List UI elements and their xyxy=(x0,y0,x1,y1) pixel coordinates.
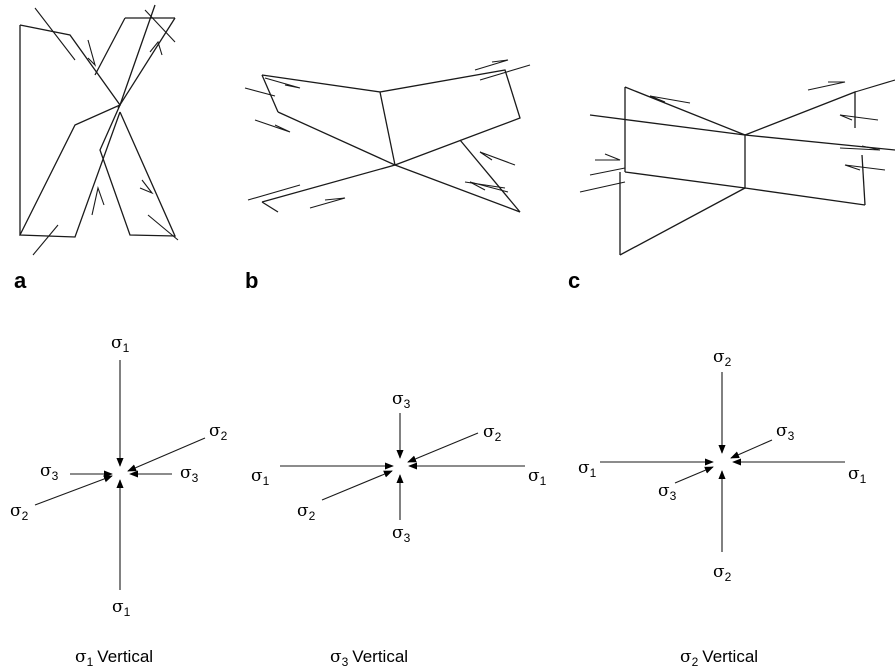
slip-arrow-c1 xyxy=(649,95,691,104)
label-sigma2-bottom: σ2 xyxy=(713,562,732,584)
stress-diagram-sigma1-vertical: σ1 σ2 σ3 σ3 σ2 σ1 xyxy=(10,333,228,619)
slip-arrow-c4 xyxy=(839,114,879,121)
label-sigma2-left: σ2 xyxy=(297,501,316,523)
fault-plane-a1 xyxy=(18,24,121,238)
sigma3-arrow-left xyxy=(674,466,714,484)
label-sigma2-right: σ2 xyxy=(209,421,228,443)
slip-line-c3 xyxy=(854,79,895,93)
fault-plane-b2 xyxy=(379,69,521,213)
slip-arrow-c5 xyxy=(839,145,881,151)
fault-plane-c1 xyxy=(619,86,746,256)
label-sigma2-right: σ2 xyxy=(483,422,502,444)
slip-line-a4 xyxy=(147,214,179,241)
stress-diagram-sigma2-vertical: σ2 σ3 σ1 σ1 σ3 σ2 xyxy=(578,347,867,584)
slip-arrow-b1 xyxy=(264,77,301,89)
slip-line-c1 xyxy=(589,167,626,176)
panel-label-a: a xyxy=(14,268,27,293)
label-sigma1-right: σ1 xyxy=(528,466,547,488)
slip-arrow-b2 xyxy=(254,119,291,133)
slip-arrow-a3 xyxy=(139,179,154,195)
label-sigma1-top: σ1 xyxy=(111,333,130,355)
panel-label-b: b xyxy=(245,268,258,293)
slip-arrow-a4 xyxy=(91,186,105,216)
label-sigma1-left: σ1 xyxy=(251,466,270,488)
sigma2-arrow-left xyxy=(321,470,393,501)
slip-arrow-c6 xyxy=(844,164,886,171)
fault-block-b xyxy=(244,59,531,213)
label-sigma2-top: σ2 xyxy=(713,347,732,369)
slip-arrow-b6 xyxy=(469,181,509,193)
fault-plane-a2 xyxy=(94,4,177,237)
slip-line-c2 xyxy=(579,181,626,193)
panel-label-c: c xyxy=(568,268,580,293)
slip-arrow-b3 xyxy=(309,197,346,209)
slip-line-b1 xyxy=(244,87,276,97)
slip-arrow-a1 xyxy=(87,39,97,67)
label-sigma3-bottom: σ3 xyxy=(392,523,411,545)
slip-line-a3 xyxy=(32,224,59,256)
sigma3-arrow-right xyxy=(730,439,773,459)
fault-block-c xyxy=(579,79,895,256)
label-sigma3-right: σ3 xyxy=(776,421,795,443)
slip-arrow-b4 xyxy=(474,59,509,71)
sigma2-arrow-right xyxy=(127,437,206,472)
label-sigma2-left: σ2 xyxy=(10,501,29,523)
sigma2-arrow-right xyxy=(407,432,479,463)
label-sigma3-left: σ3 xyxy=(658,481,677,503)
slip-line-b2 xyxy=(247,184,301,201)
label-sigma3-top: σ3 xyxy=(392,389,411,411)
slip-arrow-c3 xyxy=(807,81,846,91)
label-sigma3-left: σ3 xyxy=(40,461,59,483)
slip-line-a1 xyxy=(34,7,76,61)
slip-arrow-b5 xyxy=(479,151,516,166)
label-sigma1-left: σ1 xyxy=(578,458,597,480)
stress-diagram-sigma3-vertical: σ3 σ2 σ1 σ1 σ2 σ3 xyxy=(251,389,547,545)
slip-line-a2 xyxy=(144,9,176,43)
fault-block-a xyxy=(18,4,179,256)
sigma2-arrow-left xyxy=(34,475,113,506)
label-sigma3-right: σ3 xyxy=(180,463,199,485)
slip-arrow-a2 xyxy=(149,40,163,56)
fault-plane-b1 xyxy=(261,74,396,213)
slip-line-b3 xyxy=(479,64,531,81)
label-sigma1-right: σ1 xyxy=(848,464,867,486)
label-sigma1-bottom: σ1 xyxy=(112,597,131,619)
slip-arrow-c2 xyxy=(595,153,621,161)
